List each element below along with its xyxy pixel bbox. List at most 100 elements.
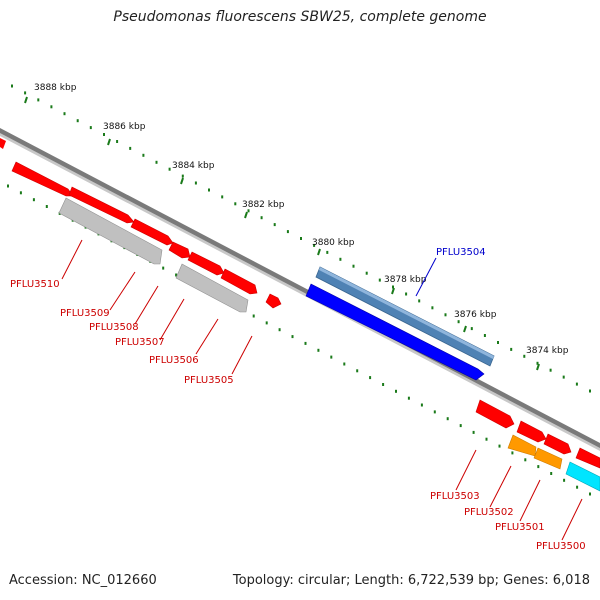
minor-tick — [175, 273, 178, 277]
minor-tick — [32, 198, 35, 202]
minor-tick — [37, 98, 40, 102]
minor-tick — [378, 278, 381, 282]
minor-tick — [589, 389, 591, 393]
gene-red-edge[interactable] — [0, 138, 6, 149]
minor-tick — [510, 347, 513, 351]
outer-tick-track — [11, 84, 591, 393]
minor-tick — [162, 266, 165, 270]
minor-tick — [181, 174, 184, 178]
tick-label: 3874 kbp — [526, 346, 569, 356]
minor-tick — [208, 188, 210, 192]
minor-tick — [549, 368, 552, 372]
accession-text: Accession: NC_012660 — [9, 573, 157, 588]
gene-red[interactable] — [265, 293, 282, 309]
gene-label: PFLU3501 — [495, 522, 545, 533]
minor-tick — [536, 361, 539, 365]
minor-tick — [330, 355, 333, 359]
gene-red[interactable] — [220, 268, 258, 295]
minor-tick — [511, 451, 514, 455]
tick-label: 3882 kbp — [242, 200, 285, 210]
gene-label: PFLU3505 — [184, 375, 234, 386]
gene-pflu3503[interactable] — [475, 399, 515, 429]
callout-line — [61, 239, 83, 280]
minor-tick — [563, 478, 566, 482]
gene-label-blue: PFLU3504 — [436, 247, 486, 258]
gene-label: PFLU3502 — [464, 507, 514, 518]
gene-pflu3504-highlight — [319, 267, 494, 359]
gene-label: PFLU3508 — [89, 322, 139, 333]
callout-line — [195, 318, 219, 355]
callout-line — [561, 498, 583, 541]
minor-tick — [537, 465, 540, 469]
minor-tick — [470, 327, 473, 331]
gene-blue[interactable] — [305, 283, 485, 381]
minor-tick — [313, 243, 316, 247]
major-tick — [180, 177, 184, 185]
minor-tick — [286, 230, 289, 234]
minor-tick — [129, 146, 132, 150]
major-tick — [107, 138, 111, 146]
map-title: Pseudomonas fluorescens SBW25, complete … — [113, 9, 487, 25]
minor-tick — [523, 354, 526, 358]
callout-line-blue — [415, 257, 437, 297]
gene-red[interactable] — [130, 218, 174, 246]
minor-tick — [252, 314, 255, 318]
minor-tick — [576, 485, 579, 489]
gene-red[interactable] — [516, 420, 547, 443]
gene-red[interactable] — [11, 161, 74, 197]
minor-tick — [352, 264, 355, 268]
minor-tick — [45, 205, 48, 208]
gene-red[interactable] — [575, 447, 600, 469]
gene-red[interactable] — [543, 433, 572, 455]
minor-tick — [291, 335, 294, 339]
major-ticks — [24, 96, 540, 371]
major-tick — [463, 325, 467, 333]
callout-line — [109, 271, 136, 311]
minor-tick — [142, 153, 145, 157]
minor-tick — [459, 424, 462, 428]
tick-label: 3880 kbp — [312, 238, 355, 248]
minor-tick — [265, 321, 268, 325]
minor-tick — [497, 341, 499, 344]
callout-line — [231, 335, 253, 375]
minor-tick — [63, 112, 66, 116]
minor-tick — [300, 237, 302, 240]
callout-line — [489, 465, 512, 508]
minor-tick — [485, 437, 488, 441]
minor-tick — [395, 389, 397, 393]
gene-label: PFLU3509 — [60, 308, 110, 319]
topology-text: Topology: circular; Length: 6,722,539 bp… — [232, 573, 590, 588]
minor-tick — [317, 348, 320, 352]
major-tick — [244, 211, 248, 219]
minor-tick — [457, 320, 460, 324]
minor-tick — [418, 299, 421, 303]
minor-tick — [365, 271, 368, 275]
minor-tick — [498, 444, 501, 448]
tick-label: 3886 kbp — [103, 122, 146, 132]
gene-pflu3506[interactable] — [175, 263, 249, 313]
minor-tick — [278, 328, 281, 332]
gene-red[interactable] — [187, 251, 225, 276]
gene-red[interactable] — [68, 186, 135, 224]
minor-tick — [221, 195, 224, 199]
minor-tick — [575, 382, 578, 386]
minor-tick — [343, 362, 346, 366]
minor-tick — [382, 383, 385, 386]
minor-tick — [483, 334, 486, 337]
tick-label: 3884 kbp — [172, 161, 215, 171]
gene-pflu3510[interactable] — [58, 197, 163, 265]
genome-backbone — [0, 128, 600, 449]
major-tick — [536, 363, 540, 371]
major-tick — [317, 248, 321, 256]
minor-tick — [392, 285, 394, 289]
callout-lines — [61, 239, 583, 541]
minor-tick — [7, 184, 9, 188]
minor-tick — [562, 375, 565, 379]
minor-tick — [247, 209, 250, 213]
minor-tick — [433, 410, 436, 414]
gene-red[interactable] — [168, 241, 191, 259]
gene-pflu3501[interactable] — [533, 447, 563, 470]
minor-tick — [11, 84, 13, 88]
gene-pflu3500[interactable] — [565, 461, 600, 492]
